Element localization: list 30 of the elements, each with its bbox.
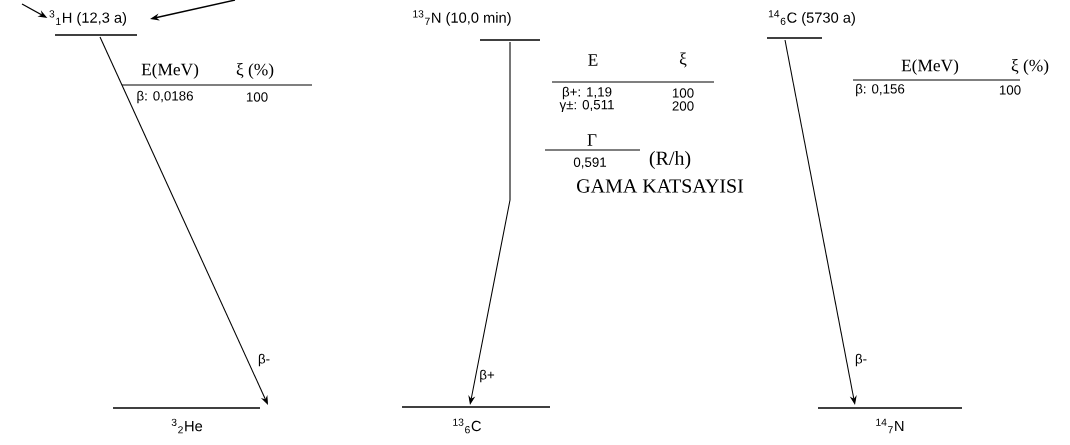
energy-level: 14$_{7}$N [817, 407, 963, 434]
table-header: ξ (%) [236, 63, 274, 79]
edge-label: β- [258, 353, 270, 367]
table-cell: 200 [672, 101, 694, 111]
energy-level: 13$_{6}$C [401, 406, 551, 434]
edge-label: β- [855, 353, 867, 367]
energy-level: 3$_{1}$H (12,3 a) [49, 10, 138, 36]
decay-arrow [468, 41, 511, 405]
table-header: Γ [587, 134, 597, 146]
table-header: E(MeV) [141, 63, 199, 79]
table-header: ξ (%) [1011, 59, 1049, 75]
decay-arrow [784, 39, 857, 405]
decay-arrow [99, 36, 268, 405]
table-cell: γ±: 0,511 [559, 99, 614, 113]
table-header: E [588, 54, 598, 66]
energy-level: 13$_{7}$N (10,0 min) [413, 10, 541, 41]
table-header: E(MeV) [901, 59, 959, 75]
table-cell: 100 [672, 88, 694, 98]
table-cell: 0,591 [573, 157, 607, 169]
unit-label: (R/h) [649, 150, 691, 170]
table-cell: β: 0,156 [856, 83, 905, 97]
table-cell: β: 0,0186 [137, 90, 193, 104]
energy-level: 14$_{6}$C (5730 a) [766, 10, 855, 39]
energy-level: 3$_{2}$He [112, 407, 261, 434]
caption-text: GAMA KATSAYISI [577, 179, 744, 193]
table-cell: 100 [246, 92, 268, 102]
table-cell: β+: 1,19 [562, 86, 612, 100]
table-header: ξ [679, 52, 687, 68]
edge-label: β+ [480, 369, 495, 383]
table-cell: 100 [999, 85, 1021, 95]
